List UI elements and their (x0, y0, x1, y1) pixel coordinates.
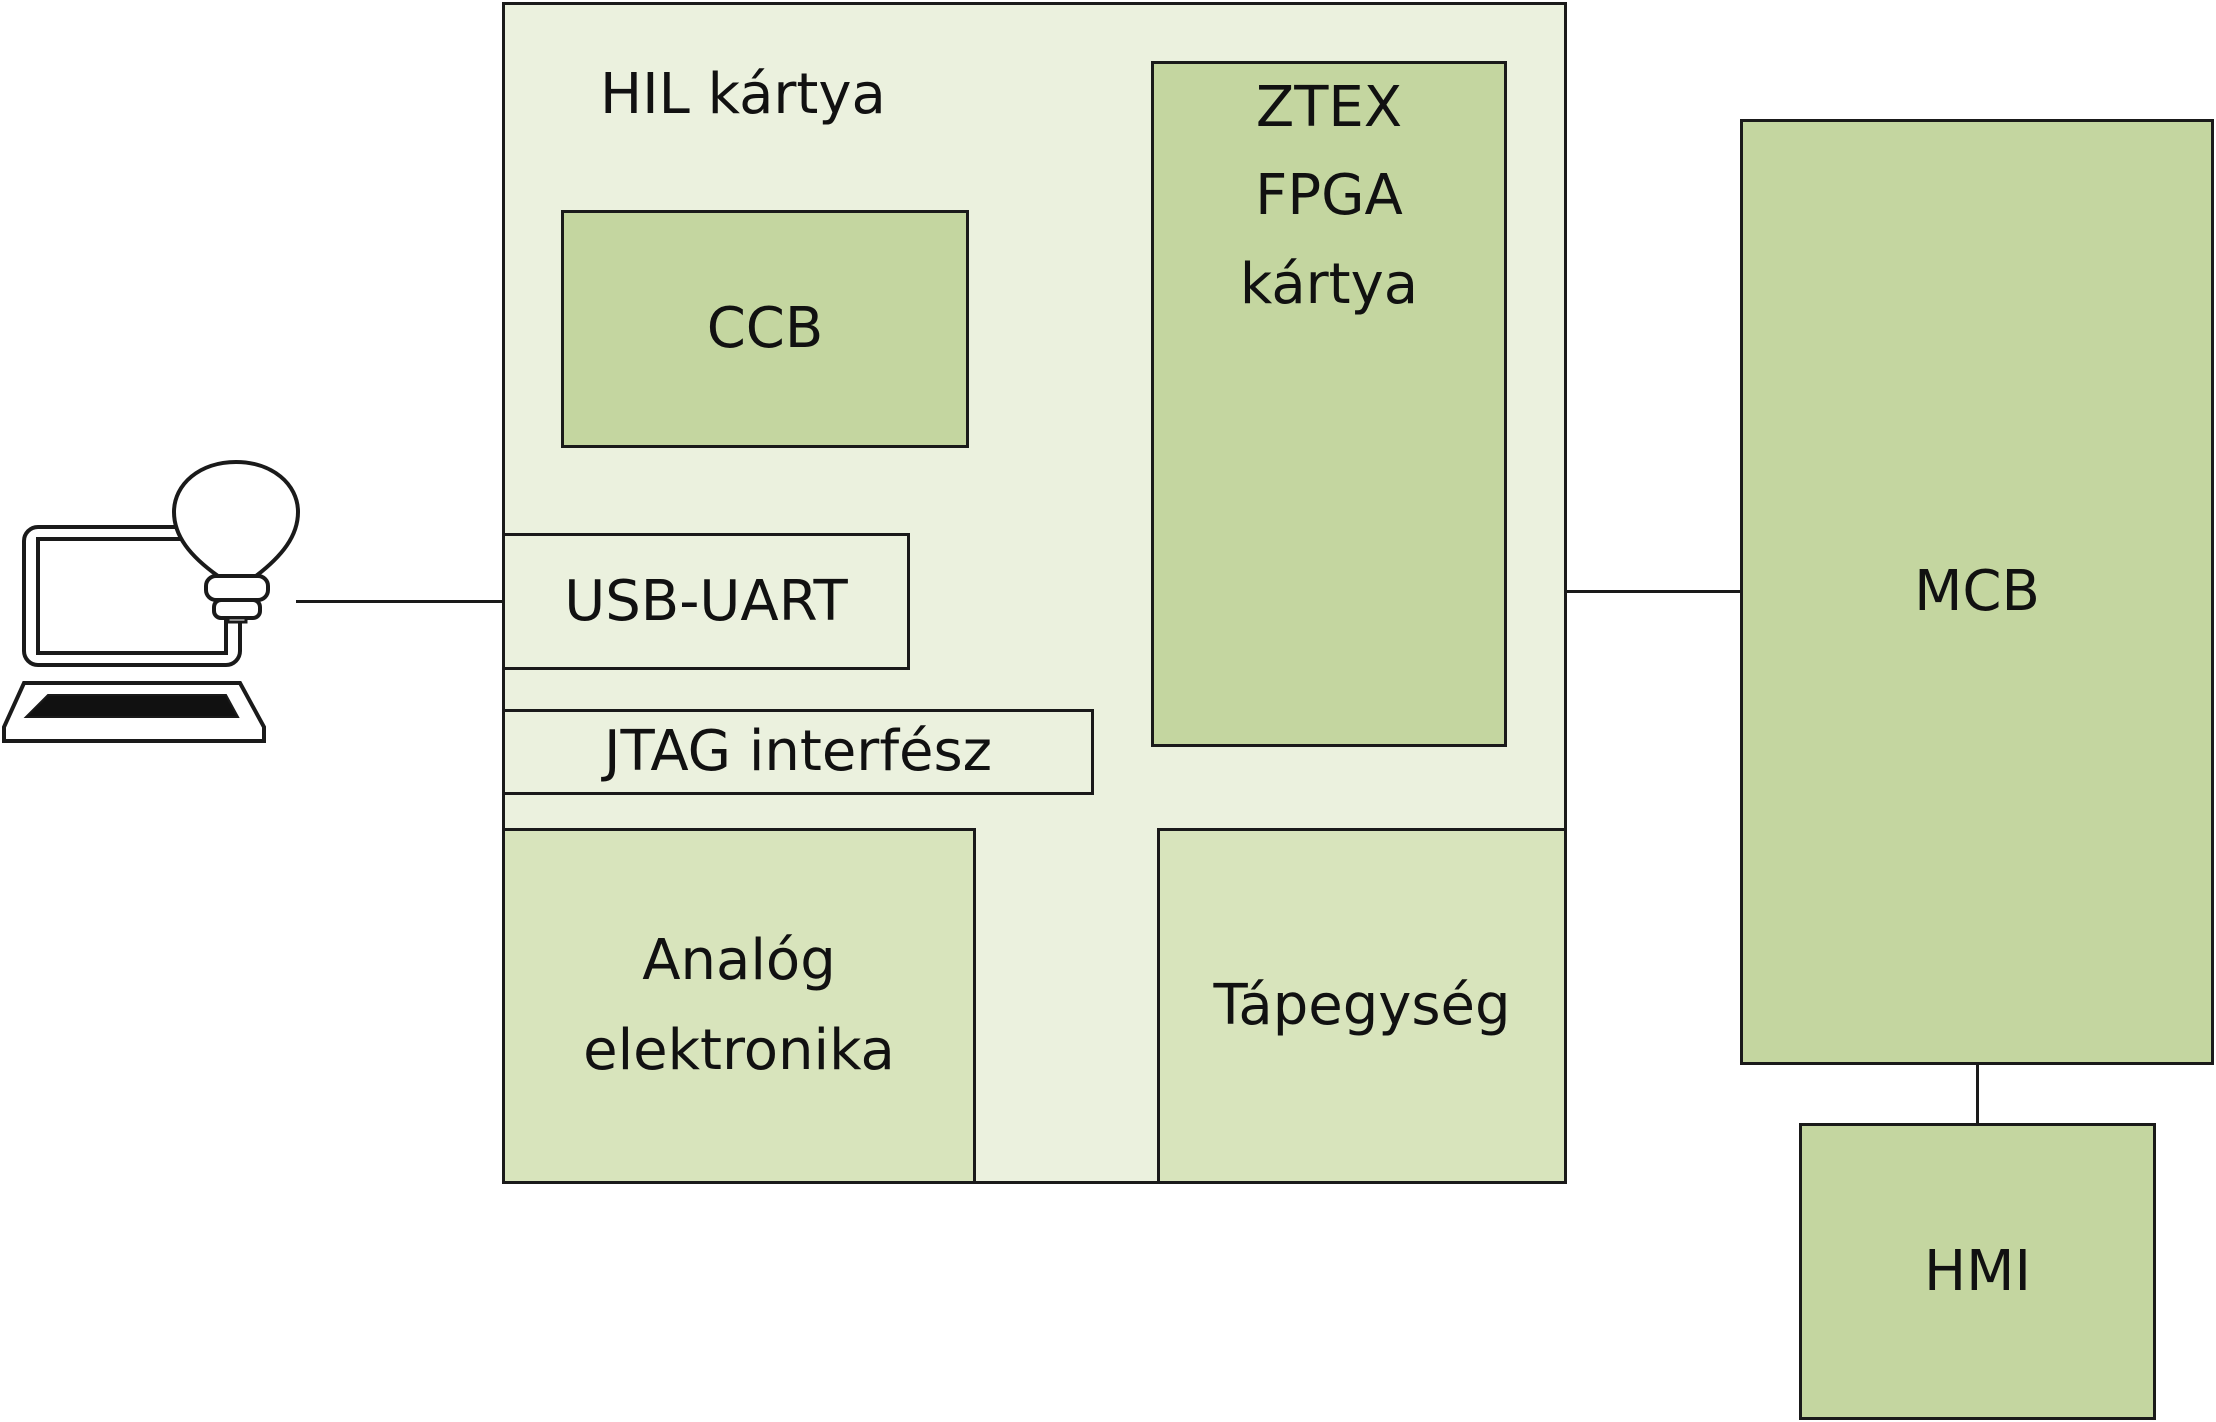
pc-to-usb-uart-line (296, 600, 503, 603)
ztex-fpga-block: ZTEX FPGA kártya (1151, 61, 1507, 747)
analog-electronics-block: Analóg elektronika (502, 828, 976, 1184)
jtag-block: JTAG interfész (502, 709, 1094, 795)
usb-uart-label: USB-UART (564, 568, 848, 634)
mcb-to-hmi-line (1976, 1063, 1979, 1125)
power-supply-block: Tápegység (1157, 828, 1567, 1184)
mcb-block: MCB (1740, 119, 2214, 1065)
power-supply-label: Tápegység (1213, 973, 1511, 1039)
jtag-label: JTAG interfész (603, 719, 993, 785)
ztex-fpga-label: ZTEX FPGA kártya (1239, 75, 1419, 317)
ccb-block: CCB (561, 210, 969, 448)
hmi-block: HMI (1799, 1123, 2156, 1420)
hil-to-mcb-line (1565, 590, 1741, 593)
ccb-label: CCB (706, 296, 824, 362)
mcb-label: MCB (1914, 559, 2040, 625)
hil-card-title: HIL kártya (600, 62, 886, 127)
lightbulb-icon (171, 459, 301, 636)
hmi-label: HMI (1924, 1238, 2031, 1304)
analog-electronics-label: Analóg elektronika (583, 928, 895, 1083)
usb-uart-block: USB-UART (502, 533, 910, 670)
